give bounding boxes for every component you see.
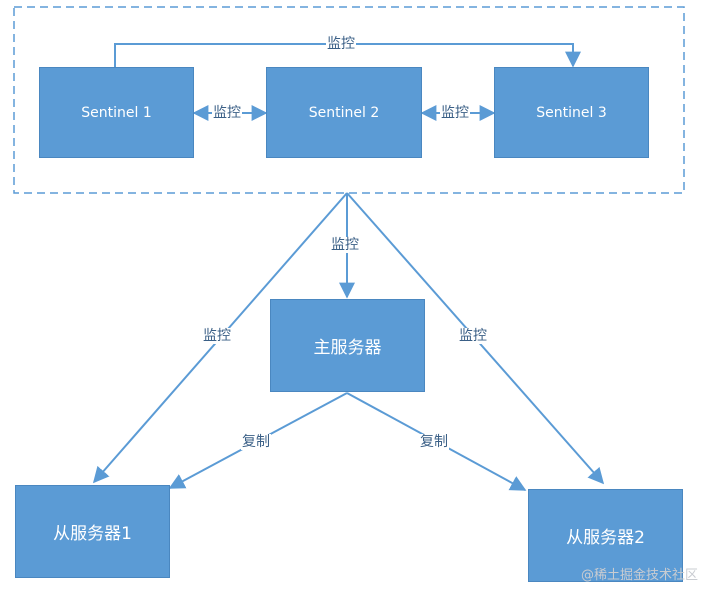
- sentinel-group-boundary: [13, 6, 685, 194]
- sentinel-3-label: Sentinel 3: [536, 104, 607, 121]
- edge-label-monitor-s2-s3: 监控: [440, 105, 470, 121]
- edge-label-replicate-slave1: 复制: [241, 434, 271, 450]
- edge-label-monitor-slave2: 监控: [458, 328, 488, 344]
- sentinel-3-node: Sentinel 3: [494, 67, 649, 158]
- slave-server-2-node: 从服务器2: [528, 489, 683, 582]
- edge-label-monitor-s1-s2: 监控: [212, 105, 242, 121]
- edge-label-monitor-master: 监控: [330, 237, 360, 253]
- sentinel-1-node: Sentinel 1: [39, 67, 194, 158]
- slave-server-1-label: 从服务器1: [53, 524, 132, 544]
- master-server-node: 主服务器: [270, 299, 425, 392]
- edge-label-monitor-slave1: 监控: [202, 328, 232, 344]
- master-server-label: 主服务器: [313, 338, 382, 358]
- edge-label-replicate-slave2: 复制: [419, 434, 449, 450]
- watermark-text: @稀土掘金技术社区: [580, 568, 698, 583]
- slave-server-2-label: 从服务器2: [566, 528, 645, 548]
- edge-label-monitor-top: 监控: [326, 36, 356, 52]
- slave-server-1-node: 从服务器1: [15, 485, 170, 578]
- sentinel-2-label: Sentinel 2: [308, 104, 380, 121]
- sentinel-1-label: Sentinel 1: [81, 104, 152, 121]
- sentinel-2-node: Sentinel 2: [266, 67, 422, 158]
